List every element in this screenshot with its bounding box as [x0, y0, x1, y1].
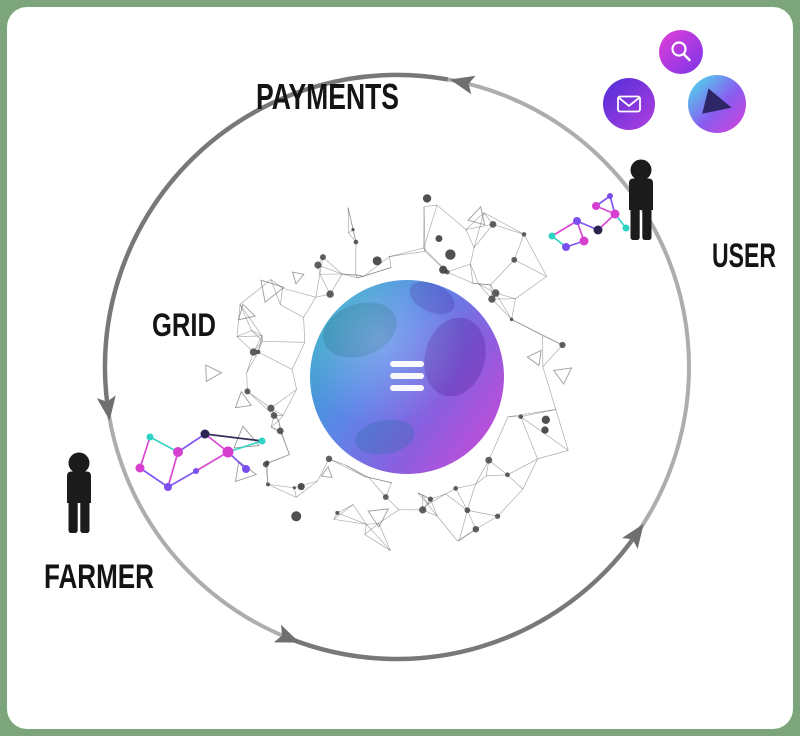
mail-bubble-icon — [603, 78, 655, 130]
label-payments: PAYMENTS — [256, 76, 399, 117]
search-bubble-icon — [659, 30, 703, 74]
network-mesh-sphere — [205, 194, 573, 551]
user-person-icon — [629, 159, 653, 240]
prism-bubble-icon — [688, 75, 746, 133]
farmer-person-icon — [67, 452, 91, 533]
app-bubbles — [603, 30, 746, 133]
flow-ring — [96, 72, 691, 662]
label-user: USER — [712, 237, 776, 275]
network-cluster-right-icon — [548, 193, 630, 251]
threefold-logo-icon — [390, 361, 424, 391]
label-farmer: FARMER — [44, 558, 154, 596]
globe-icon — [310, 280, 504, 474]
label-grid: GRID — [152, 307, 216, 343]
network-cluster-left-icon — [135, 429, 266, 491]
